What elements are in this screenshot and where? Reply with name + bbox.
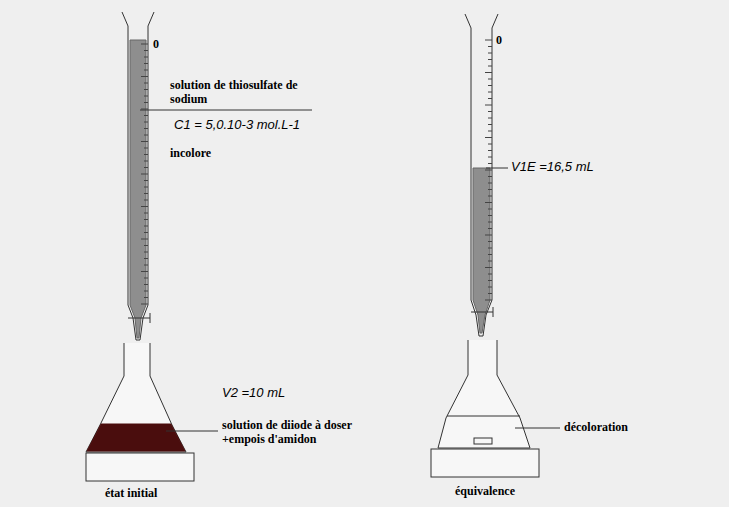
graduation-tick [144, 83, 148, 84]
graduation-tick [488, 176, 492, 177]
graduation-tick [488, 144, 492, 145]
graduation-tick [488, 254, 492, 255]
graduation-tick [488, 150, 492, 151]
burette-zero: 0 [153, 37, 173, 51]
graduation-tick [488, 293, 492, 294]
graduation-tick [485, 202, 492, 203]
right-burette [465, 14, 508, 336]
graduation-tick [141, 109, 148, 110]
graduation-tick [144, 115, 148, 116]
graduation-tick [144, 135, 148, 136]
graduation-tick [488, 189, 492, 190]
graduation-tick [141, 174, 148, 175]
graduation-tick [144, 89, 148, 90]
graduation-tick [485, 40, 492, 41]
graduation-tick [488, 92, 492, 93]
graduation-tick [488, 241, 492, 242]
graduation-tick [144, 167, 148, 168]
graduation-tick [488, 287, 492, 288]
burette-zero: 0 [496, 33, 516, 47]
graduation-tick [144, 291, 148, 292]
graduation-tick [485, 137, 492, 138]
graduation-tick [144, 57, 148, 58]
graduation-tick [144, 193, 148, 194]
graduation-tick [144, 187, 148, 188]
graduation-tick [488, 183, 492, 184]
graduation-tick [144, 200, 148, 201]
graduation-tick [488, 98, 492, 99]
graduation-tick [488, 46, 492, 47]
graduation-tick [488, 53, 492, 54]
graduation-tick [144, 226, 148, 227]
concentration-value: C1 = 5,0.10-3 mol.L-1 [174, 118, 374, 132]
graduation-tick [144, 258, 148, 259]
graduation-tick [144, 232, 148, 233]
graduation-tick [488, 124, 492, 125]
graduation-tick [488, 274, 492, 275]
graduation-tick [144, 148, 148, 149]
graduation-tick [144, 70, 148, 71]
graduation-tick [488, 215, 492, 216]
graduation-tick [144, 154, 148, 155]
graduation-tick [488, 222, 492, 223]
graduation-tick [144, 96, 148, 97]
graduation-tick [488, 261, 492, 262]
graduation-tick [485, 72, 492, 73]
graduation-tick [141, 206, 148, 207]
graduation-tick [144, 245, 148, 246]
graduation-tick [488, 157, 492, 158]
graduation-tick [144, 128, 148, 129]
graduation-tick [141, 76, 148, 77]
graduation-tick [144, 180, 148, 181]
graduation-tick [144, 252, 148, 253]
graduation-tick [485, 235, 492, 236]
graduation-tick [485, 105, 492, 106]
graduation-tick [488, 85, 492, 86]
graduation-tick [488, 248, 492, 249]
graduation-tick [144, 161, 148, 162]
graduation-tick [144, 50, 148, 51]
graduation-tick [144, 219, 148, 220]
equivalence-volume: V1E =16,5 mL [511, 160, 641, 174]
graduation-tick [144, 297, 148, 298]
state-caption: équivalence [455, 484, 565, 498]
left-flask [86, 343, 218, 481]
graduation-tick [488, 118, 492, 119]
graduation-tick [141, 44, 148, 45]
graduation-tick [141, 141, 148, 142]
graduation-tick [144, 122, 148, 123]
graduation-tick [488, 228, 492, 229]
left-burette [122, 12, 312, 340]
graduation-tick [488, 196, 492, 197]
graduation-tick [485, 170, 492, 171]
reagent-color: incolore [170, 146, 250, 160]
color-change: décoloration [564, 420, 674, 434]
graduation-tick [488, 163, 492, 164]
graduation-tick [488, 131, 492, 132]
graduation-tick [488, 66, 492, 67]
graduation-tick [144, 213, 148, 214]
graduation-tick [488, 280, 492, 281]
graduation-tick [144, 284, 148, 285]
graduation-tick [488, 111, 492, 112]
volume-value: V2 =10 mL [222, 386, 342, 400]
graduation-tick [144, 63, 148, 64]
state-caption: état initial [105, 486, 215, 500]
graduation-tick [488, 209, 492, 210]
graduation-tick [141, 239, 148, 240]
graduation-tick [488, 79, 492, 80]
graduation-tick [141, 304, 148, 305]
graduation-tick [141, 271, 148, 272]
graduation-tick [485, 300, 492, 301]
graduation-tick [144, 102, 148, 103]
graduation-tick [485, 267, 492, 268]
reagent-name: solution de thiosulfate de sodium [170, 78, 315, 106]
flask-content: solution de diiode à doser +empois d'ami… [222, 418, 357, 446]
graduation-tick [144, 278, 148, 279]
graduation-tick [488, 59, 492, 60]
right-flask [431, 340, 560, 477]
graduation-tick [144, 265, 148, 266]
